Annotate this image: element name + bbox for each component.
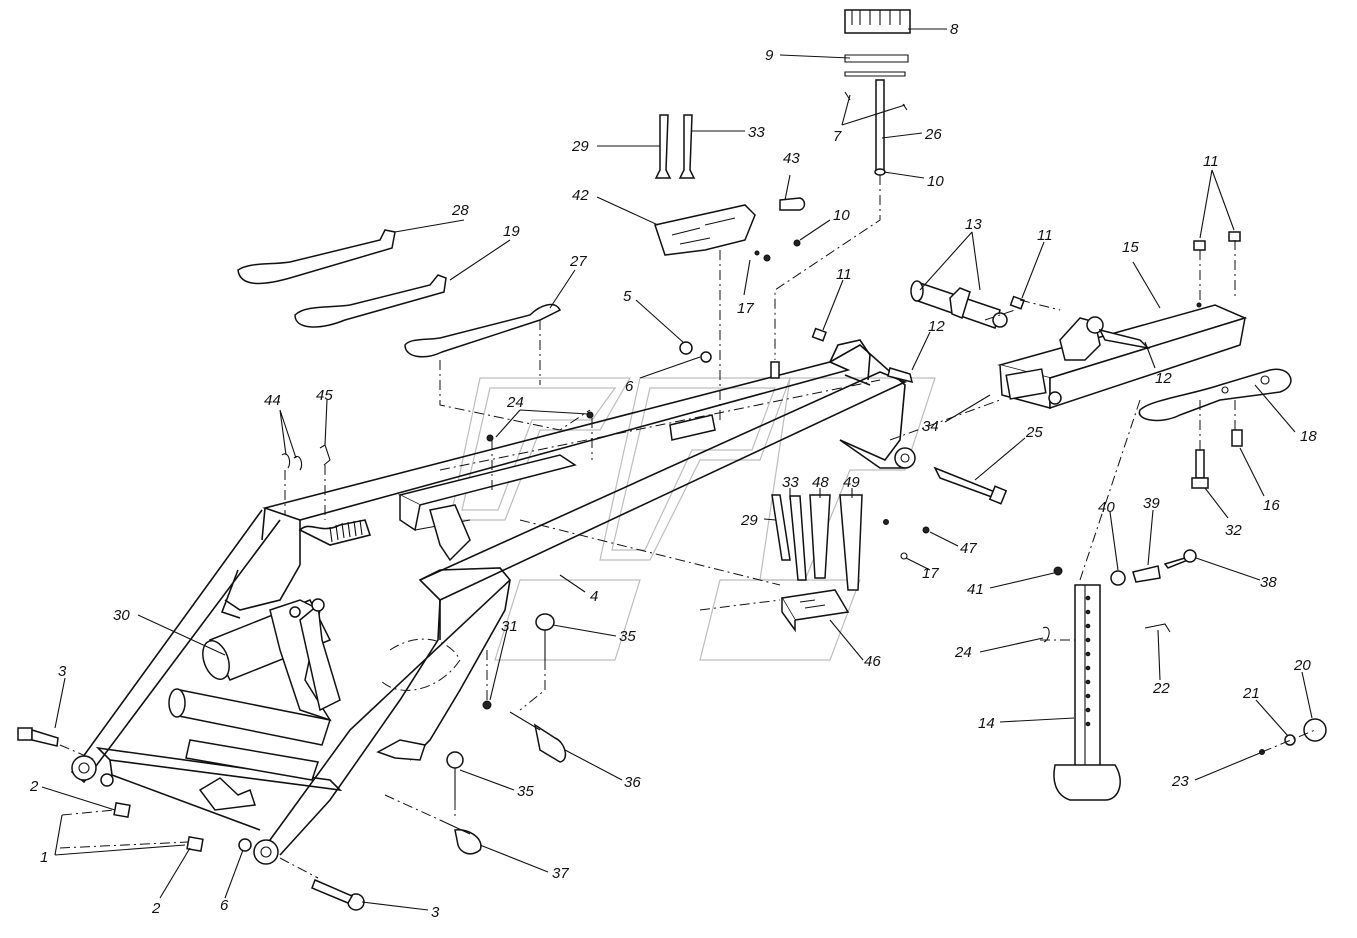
callout-47: 47 <box>960 540 977 557</box>
callout-12: 12 <box>1155 370 1172 387</box>
callout-10: 10 <box>927 173 944 190</box>
callout-49: 49 <box>843 474 860 491</box>
callout-24: 24 <box>954 644 972 661</box>
callout-11: 11 <box>1037 227 1053 244</box>
callout-35: 35 <box>619 628 636 645</box>
callout-33: 33 <box>782 474 799 491</box>
callout-29: 29 <box>571 138 589 155</box>
callout-42: 42 <box>572 187 589 204</box>
callout-16: 16 <box>1263 497 1280 514</box>
callout-13: 13 <box>965 216 982 233</box>
callout-28: 28 <box>451 202 469 219</box>
callout-3: 3 <box>431 904 440 921</box>
callout-41: 41 <box>967 581 984 598</box>
callout-39: 39 <box>1143 495 1160 512</box>
callout-45: 45 <box>316 387 333 404</box>
callout-33: 33 <box>748 124 765 141</box>
callout-34: 34 <box>922 418 939 435</box>
hitch-plate <box>1138 368 1292 422</box>
callout-24: 24 <box>506 394 524 411</box>
callout-35: 35 <box>517 783 534 800</box>
callout-2: 2 <box>151 900 161 917</box>
callout-38: 38 <box>1260 574 1277 591</box>
drawbar-assembly <box>811 231 1292 581</box>
pivot-eye <box>894 447 916 469</box>
callout-44: 44 <box>264 392 281 409</box>
leader-lines <box>41 28 1313 911</box>
callout-21: 21 <box>1242 685 1260 702</box>
callout-6: 6 <box>220 897 229 914</box>
callout-48: 48 <box>812 474 829 491</box>
main-frame <box>70 339 916 865</box>
callout-19: 19 <box>503 223 520 240</box>
pins-and-bolts <box>17 613 567 911</box>
callout-11: 11 <box>836 266 852 283</box>
callout-labels: 8 9 7 26 10 29 33 43 42 10 17 13 11 11 1… <box>29 21 1317 921</box>
callout-40: 40 <box>1098 499 1115 516</box>
small-parts <box>281 341 930 633</box>
callout-9: 9 <box>765 47 774 64</box>
callout-17: 17 <box>737 300 754 317</box>
callout-43: 43 <box>783 150 800 167</box>
callout-25: 25 <box>1025 424 1043 441</box>
support-stand <box>1040 549 1327 801</box>
callout-4: 4 <box>590 588 598 605</box>
leader-1 <box>54 814 186 856</box>
callout-5: 5 <box>623 288 632 305</box>
callout-30: 30 <box>113 607 130 624</box>
callout-10: 10 <box>833 207 850 224</box>
callout-6: 6 <box>625 378 634 395</box>
watermark <box>449 377 936 661</box>
callout-23: 23 <box>1171 773 1189 790</box>
callout-36: 36 <box>624 774 641 791</box>
callout-20: 20 <box>1293 657 1311 674</box>
callout-46: 46 <box>864 653 881 670</box>
callout-3: 3 <box>58 663 67 680</box>
callout-32: 32 <box>1225 522 1242 539</box>
callout-11: 11 <box>1203 153 1219 170</box>
callout-1: 1 <box>40 849 48 866</box>
spring-bracket <box>298 519 372 546</box>
callout-14: 14 <box>978 715 995 732</box>
loose-spanners <box>237 229 591 431</box>
callout-8: 8 <box>950 21 959 38</box>
callout-29: 29 <box>740 512 758 529</box>
callout-31: 31 <box>501 618 518 635</box>
callout-15: 15 <box>1122 239 1139 256</box>
callout-22: 22 <box>1152 680 1170 697</box>
callout-27: 27 <box>569 253 587 270</box>
callout-18: 18 <box>1300 428 1317 445</box>
tool-rack <box>654 9 911 420</box>
callout-26: 26 <box>924 126 942 143</box>
callout-37: 37 <box>552 865 569 882</box>
callout-2: 2 <box>29 778 39 795</box>
callout-7: 7 <box>833 128 842 145</box>
callout-12: 12 <box>928 318 945 335</box>
callout-17: 17 <box>922 565 939 582</box>
